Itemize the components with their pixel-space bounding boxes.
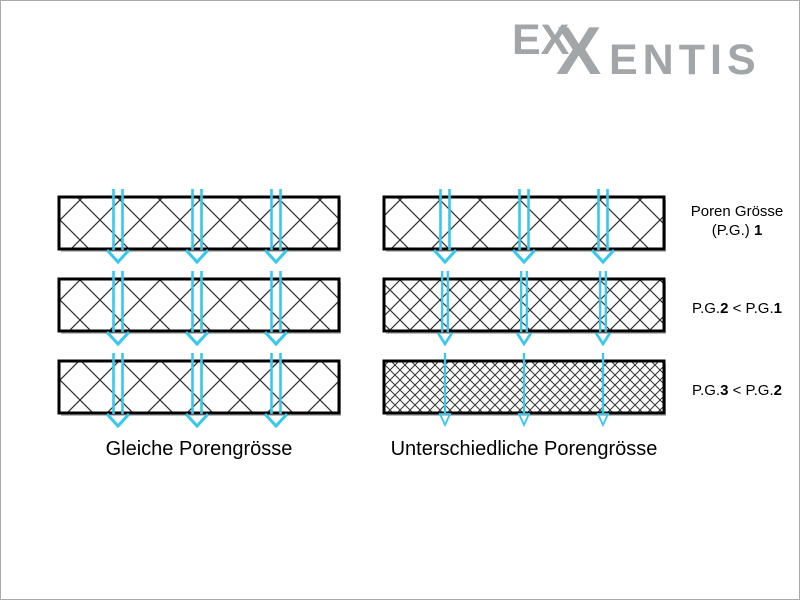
right-layer-2 xyxy=(382,277,666,334)
logo-segment: EX xyxy=(512,16,570,64)
label-pore-size-1: Poren Grösse (P.G.) 1 xyxy=(668,202,800,240)
logo-segment: ENTIS xyxy=(609,36,761,84)
left-layer-3 xyxy=(57,359,341,416)
left-layer-1 xyxy=(57,195,341,252)
label-pore-size-3: P.G.3 < P.G.2 xyxy=(692,382,782,399)
label-line: Poren Grösse xyxy=(690,203,784,220)
right-layer-1 xyxy=(382,195,666,252)
exxentis-logo: EX X ENTIS xyxy=(512,16,792,100)
caption-equal-pore-size: Gleiche Porengrösse xyxy=(105,438,293,460)
label-line: (P.G.) 1 xyxy=(711,222,763,239)
left-layer-2 xyxy=(57,277,341,334)
caption-different-pore-size: Unterschiedliche Porengrösse xyxy=(390,438,658,460)
logo-segment: X xyxy=(556,13,602,89)
label-pore-size-2: P.G.2 < P.G.1 xyxy=(692,300,782,317)
